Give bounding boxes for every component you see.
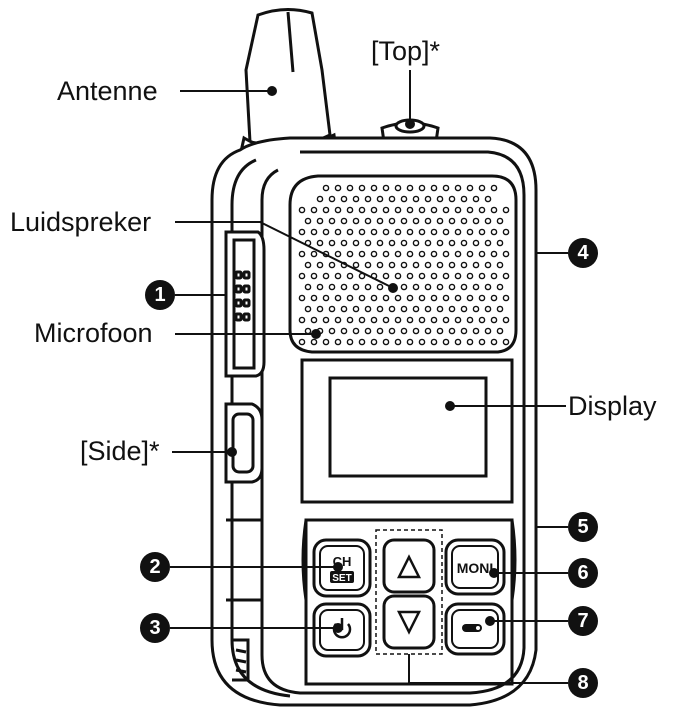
moni-button: MONI	[444, 538, 506, 596]
side-key	[224, 402, 264, 484]
display-housing	[300, 358, 514, 504]
key-button	[444, 602, 506, 656]
label-side: [Side]*	[80, 436, 160, 466]
set-label: SET	[332, 573, 351, 584]
display-screen	[328, 376, 488, 478]
down-arrow-icon	[396, 610, 422, 635]
side-lower-details	[226, 518, 264, 682]
label-microfoon: Microfoon	[34, 318, 153, 348]
callout-3: 3	[140, 613, 170, 643]
moni-label: MONI	[457, 560, 494, 576]
callout-5: 5	[568, 512, 598, 542]
callout-1: 1	[145, 280, 175, 310]
callout-2: 2	[140, 552, 170, 582]
leader-callout-8	[408, 654, 568, 684]
label-display: Display	[568, 391, 657, 421]
up-button	[382, 538, 436, 594]
leader-luidspreker	[175, 221, 394, 289]
label-antenne: Antenne	[57, 76, 158, 106]
key-icon	[462, 624, 482, 632]
callout-6: 6	[568, 558, 598, 588]
callout-4: 4	[568, 238, 598, 268]
leader-lines	[170, 70, 568, 684]
callout-8: 8	[568, 668, 598, 698]
arrow-keys-dashed-outline	[375, 529, 443, 655]
side-ptt-button	[224, 230, 266, 378]
up-arrow-icon	[396, 554, 422, 579]
callout-7: 7	[568, 606, 598, 636]
label-luidspreker: Luidspreker	[10, 207, 152, 237]
down-button	[382, 594, 436, 650]
front-panel	[288, 174, 518, 354]
label-top: [Top]*	[371, 36, 441, 66]
speaker-grille	[298, 184, 510, 346]
